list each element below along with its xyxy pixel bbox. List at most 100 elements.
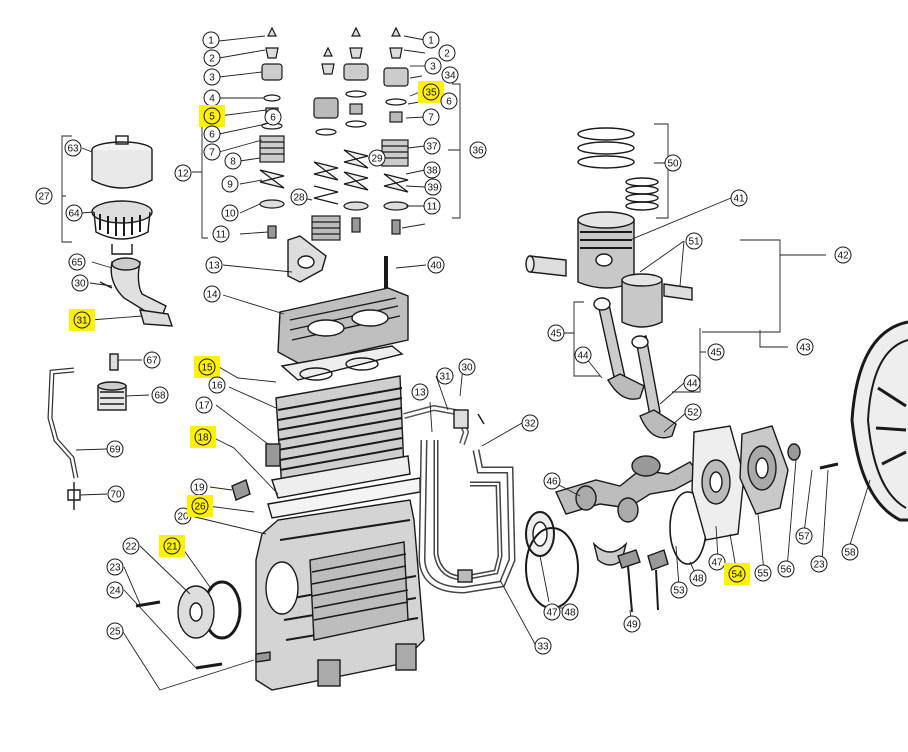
callout-number: 15	[201, 363, 213, 374]
crankshaft-and-bearings	[525, 455, 707, 613]
callout-18: 18	[190, 426, 216, 448]
callout-number: 13	[208, 261, 220, 272]
callout-circle	[422, 31, 440, 49]
callout-39: 39	[424, 178, 442, 196]
callout-32: 32	[521, 414, 539, 432]
callout-48: 48	[561, 603, 579, 621]
callout-number: 64	[68, 209, 80, 220]
callout-number: 39	[427, 183, 439, 194]
callout-number: 47	[546, 608, 558, 619]
callout-circle	[685, 232, 703, 250]
callout-33: 33	[534, 637, 552, 655]
callout-circle	[547, 324, 565, 342]
callout-circle	[422, 83, 440, 101]
callout-2: 2	[203, 49, 221, 67]
callout-circle	[777, 560, 795, 578]
callout-circle	[208, 376, 226, 394]
callout-number: 12	[177, 169, 189, 180]
callout-circle	[411, 383, 429, 401]
callout-number: 30	[461, 363, 473, 374]
callout-number: 56	[780, 565, 792, 576]
callout-4: 4	[203, 89, 221, 107]
callout-circle	[221, 175, 239, 193]
callout-30: 30	[71, 274, 89, 292]
callout-circle	[212, 225, 230, 243]
valve-stacks	[259, 26, 409, 241]
callout-35: 35	[418, 81, 444, 103]
callout-circle	[73, 311, 91, 329]
callout-6: 6	[264, 108, 282, 126]
callout-circle	[143, 351, 161, 369]
callout-number: 70	[110, 490, 122, 501]
callout-number: 17	[198, 401, 210, 412]
callout-circle	[64, 139, 82, 157]
callout-21: 21	[159, 535, 185, 557]
callout-70: 70	[107, 485, 125, 503]
callout-53: 53	[670, 581, 688, 599]
callout-number: 6	[270, 113, 276, 124]
callout-36: 36	[469, 141, 487, 159]
callout-number: 36	[472, 146, 484, 157]
callout-number: 69	[109, 445, 121, 456]
breather-tube-and-oil-parts	[47, 353, 127, 510]
callout-31: 31	[436, 367, 454, 385]
callout-circle	[202, 31, 220, 49]
callout-number: 52	[687, 408, 699, 419]
callout-31: 31	[69, 309, 95, 331]
callout-number: 3	[209, 73, 215, 84]
callout-circle	[203, 125, 221, 143]
callout-number: 11	[216, 230, 227, 241]
callout-7: 7	[203, 143, 221, 161]
callout-number: 50	[667, 159, 679, 170]
callout-1: 1	[422, 31, 440, 49]
callout-51: 51	[685, 232, 703, 250]
callout-circle	[221, 204, 239, 222]
unloader-tubes	[403, 404, 516, 594]
callout-circle	[670, 581, 688, 599]
callout-circle	[422, 108, 440, 126]
callout-circle	[423, 137, 441, 155]
callout-number: 44	[686, 379, 698, 390]
callout-3: 3	[424, 57, 442, 75]
callout-circle	[664, 154, 682, 172]
callout-23: 23	[810, 555, 828, 573]
callout-42: 42	[834, 246, 852, 264]
callout-circle	[810, 555, 828, 573]
callout-25: 25	[106, 622, 124, 640]
callout-34: 34	[441, 66, 459, 84]
callout-number: 54	[731, 570, 743, 581]
callout-number: 21	[166, 542, 178, 553]
callout-49: 49	[623, 615, 641, 633]
callout-circle	[708, 553, 726, 571]
air-filter-assembly	[91, 135, 173, 327]
callout-number: 33	[537, 642, 549, 653]
callout-circle	[534, 637, 552, 655]
callout-number: 28	[293, 193, 305, 204]
callout-circle	[754, 564, 772, 582]
callout-circle	[730, 189, 748, 207]
callout-58: 58	[841, 543, 859, 561]
callout-circle	[174, 164, 192, 182]
callout-1: 1	[202, 31, 220, 49]
piston-and-rings	[525, 127, 693, 328]
callout-circle	[423, 197, 441, 215]
callout-circle	[561, 603, 579, 621]
callout-circle	[203, 68, 221, 86]
callout-number: 41	[733, 194, 745, 205]
callout-19: 19	[190, 478, 208, 496]
callout-number: 9	[227, 180, 233, 191]
callout-55: 55	[754, 564, 772, 582]
callout-11: 11	[212, 225, 230, 243]
callout-44: 44	[683, 374, 701, 392]
callout-63: 63	[64, 139, 82, 157]
callout-circle	[469, 141, 487, 159]
callout-14: 14	[203, 285, 221, 303]
callout-54: 54	[724, 563, 750, 585]
callout-number: 49	[626, 620, 638, 631]
callout-number: 34	[444, 71, 456, 82]
callout-circle	[834, 246, 852, 264]
callout-circle	[35, 187, 53, 205]
callout-number: 13	[414, 388, 426, 399]
